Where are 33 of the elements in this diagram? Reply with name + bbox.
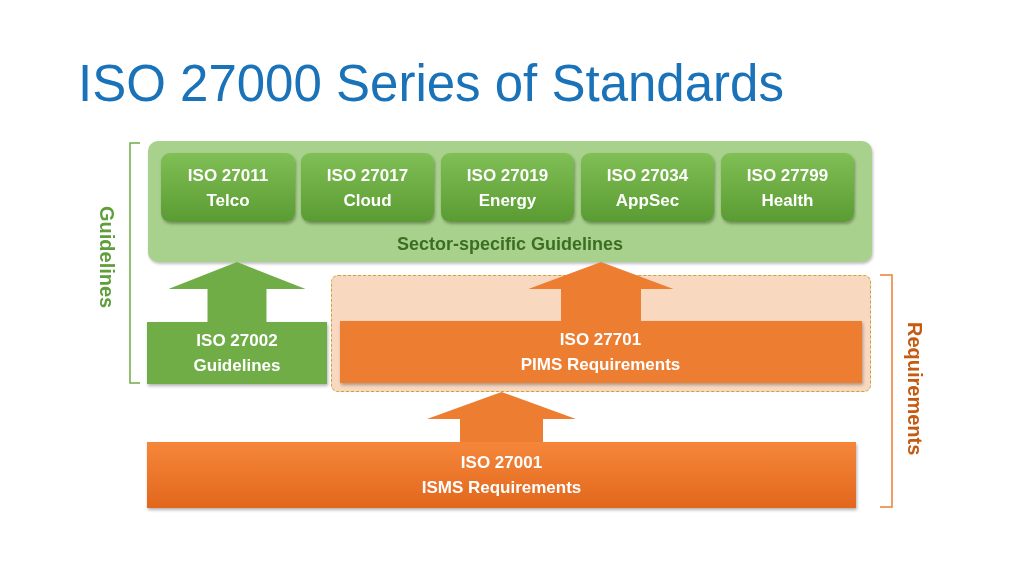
box-subtitle: AppSec — [615, 189, 680, 212]
standard-box — [721, 153, 854, 222]
standard-box — [301, 153, 434, 222]
box-title: ISO 27017 — [326, 164, 409, 187]
box-title: ISO 27002 — [196, 330, 278, 352]
box-subtitle: Cloud — [343, 189, 392, 212]
box-title: ISO 27019 — [466, 164, 549, 187]
box-title: ISO 27011 — [187, 164, 269, 187]
box-title: ISO 27701 — [559, 328, 642, 351]
box-title: ISO 27001 — [460, 452, 543, 474]
standard-box — [147, 322, 327, 384]
side-label: Guidelines — [96, 206, 118, 309]
standard-box — [147, 442, 856, 508]
standard-box — [339, 320, 862, 383]
box-subtitle: PIMS Requirements — [520, 353, 681, 376]
box-title: ISO 27799 — [746, 164, 829, 187]
box-subtitle: ISMS Requirements — [421, 477, 582, 499]
box-subtitle: Telco — [206, 189, 250, 212]
box-subtitle: Energy — [478, 189, 537, 212]
box-title: ISO 27034 — [606, 164, 689, 187]
standard-box — [581, 153, 714, 222]
panel-caption: Sector-specific Guidelines — [396, 233, 624, 255]
standard-box — [161, 153, 295, 222]
box-subtitle: Health — [761, 189, 814, 212]
block-arrow — [528, 262, 674, 321]
block-arrow — [168, 262, 306, 322]
standard-box — [441, 153, 574, 222]
title: ISO 27000 Series of Standards — [78, 56, 784, 113]
side-label: Requirements — [904, 322, 926, 456]
box-subtitle: Guidelines — [193, 355, 281, 377]
sector-panel — [148, 141, 872, 262]
dashed-frame — [331, 275, 871, 392]
block-arrow — [427, 392, 576, 442]
